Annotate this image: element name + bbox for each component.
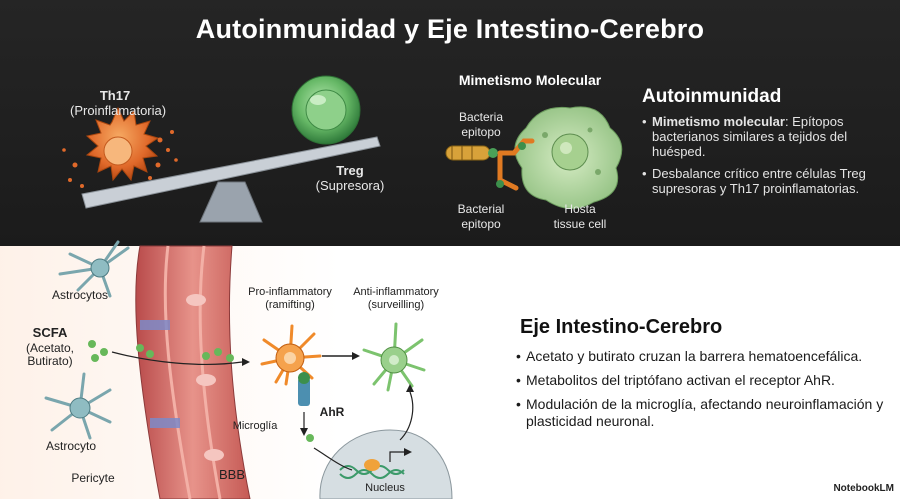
microglia-label: Microglía xyxy=(232,420,278,432)
gut-brain-bullet-1: Acetato y butirato cruzan la barrera hem… xyxy=(516,348,886,365)
scfa-molecules xyxy=(88,340,250,366)
pericyte-label: Pericyte xyxy=(71,471,115,485)
th17-desc: (Proinflamatoria) xyxy=(70,103,167,118)
host-tissue-cell xyxy=(514,106,623,209)
treg-desc: (Supresora) xyxy=(315,178,385,193)
pro-inflammatory-label: Pro-inflammatory (ramifting) xyxy=(248,286,332,311)
astrocytos-label: Astrocytos xyxy=(51,288,108,302)
th17-label: Th17 (Proinflamatoria) xyxy=(70,88,167,118)
microglia-anti xyxy=(362,322,426,392)
autoimmunity-bullets: Mimetismo molecular: Epítopos bacteriano… xyxy=(642,114,887,203)
gut-brain-bullets: Acetato y butirato cruzan la barrera hem… xyxy=(516,348,886,437)
brand-label: NotebookLM xyxy=(833,483,894,494)
ahr-label: AhR xyxy=(319,405,345,419)
microglia-pro xyxy=(260,324,322,406)
treg-cell xyxy=(291,75,361,145)
autoimmunity-bullet-1: Mimetismo molecular: Epítopos bacteriano… xyxy=(642,114,887,159)
mimicry-title: Mimetismo Molecular xyxy=(458,72,602,88)
seesaw-plank xyxy=(81,136,381,209)
treg-label: Treg (Supresora) xyxy=(300,163,400,193)
gut-brain-bullet-2: Metabolitos del triptófano activan el re… xyxy=(516,372,886,389)
bullet-1-text: : Epítopos bacterianos similares a tejid… xyxy=(652,114,848,159)
bullet-2-text: Desbalance crítico entre células Treg su… xyxy=(652,166,866,196)
bacteria-label-top: Bacteria epitopo xyxy=(458,110,504,139)
anti-inflammatory-label: Anti-inflammatory (surveilling) xyxy=(353,286,439,311)
bacteria-epitope xyxy=(445,138,535,191)
th17-cell xyxy=(62,106,178,188)
th17-name: Th17 xyxy=(99,88,131,103)
nucleus xyxy=(319,429,453,499)
seesaw-illustration xyxy=(81,136,381,223)
gut-brain-bullet-3: Modulación de la microglía, afectando ne… xyxy=(516,396,886,430)
bullet-1-bold: Mimetismo molecular xyxy=(652,114,785,129)
bacteria-label-bottom: Bacterial epitopo xyxy=(457,202,505,231)
nucleus-label: Nucleus xyxy=(365,482,405,494)
gut-brain-heading: Eje Intestino-Cerebro xyxy=(520,316,723,338)
page-title: Autoinmunidad y Eje Intestino-Cerebro xyxy=(195,14,705,44)
astrocyte-top xyxy=(58,240,130,298)
autoimmunity-heading: Autoinmunidad xyxy=(642,86,782,107)
treg-name: Treg xyxy=(336,163,364,178)
bbb-label: BBB xyxy=(218,467,245,482)
host-label: Hosta tissue cell xyxy=(553,202,607,231)
seesaw-fulcrum xyxy=(199,181,263,223)
astrocyte-bottom xyxy=(44,372,112,440)
blood-vessel xyxy=(135,245,251,499)
autoimmunity-bullet-2: Desbalance crítico entre células Treg su… xyxy=(642,166,887,196)
astrocyto-label: Astrocyto xyxy=(45,439,96,453)
scfa-label: SCFA xyxy=(32,325,68,340)
scfa-detail: (Acetato, Butirato) xyxy=(25,341,75,368)
